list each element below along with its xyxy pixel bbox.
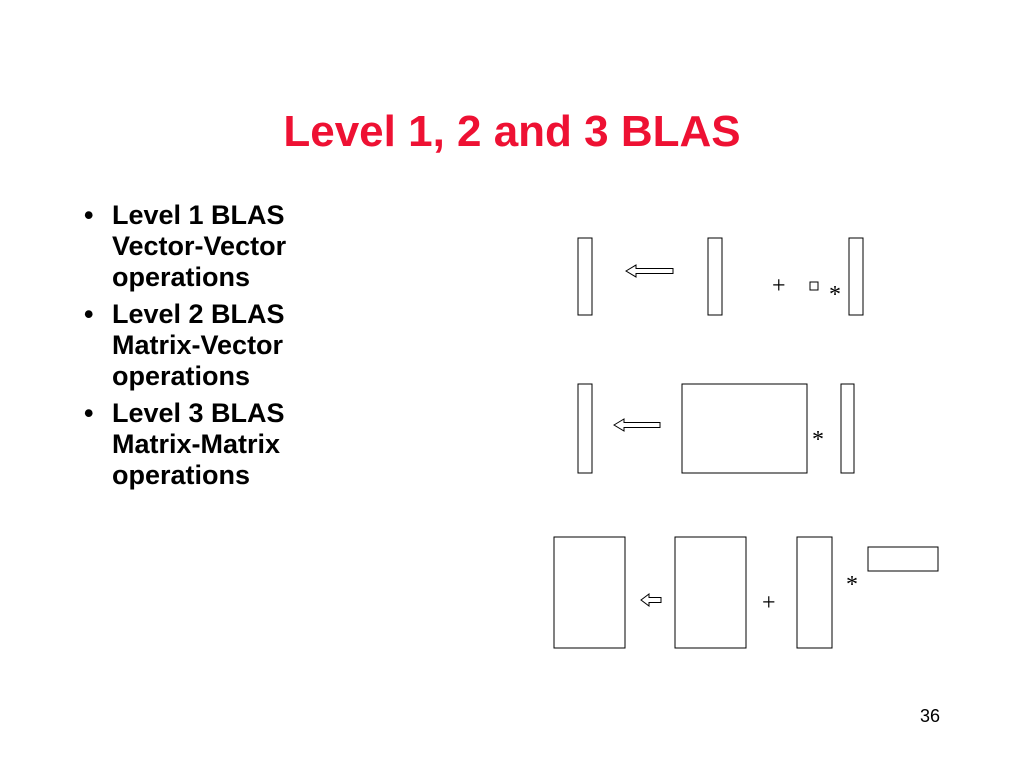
level3-assign-arrow-icon xyxy=(640,593,662,607)
bullet-level-3: • Level 3 BLAS Matrix-Matrix operations xyxy=(84,398,354,491)
bullet-marker: • xyxy=(84,200,94,230)
bullet-line: Level 2 BLAS xyxy=(112,299,285,329)
bullet-line: operations xyxy=(112,460,251,490)
level1-assign-arrow-icon xyxy=(625,264,674,278)
slide-title: Level 1, 2 and 3 BLAS xyxy=(283,107,741,156)
level3-a-matrix xyxy=(796,536,833,649)
page-number: 36 xyxy=(919,706,940,726)
level3-c-matrix xyxy=(674,536,747,649)
level2-diagram: * xyxy=(577,383,855,474)
bullet-line: Level 3 BLAS xyxy=(112,398,285,428)
level2-matrix xyxy=(681,383,808,474)
level3-diagram: + * xyxy=(553,536,939,649)
level3-result-matrix xyxy=(553,536,626,649)
bullet-marker: • xyxy=(84,398,94,428)
bullet-line: operations xyxy=(112,361,251,391)
level1-result-vector xyxy=(577,237,593,316)
bullet-list: • Level 1 BLAS Vector-Vector operations … xyxy=(84,200,354,497)
level2-assign-arrow-icon xyxy=(613,418,661,432)
level1-plus-sign: + xyxy=(772,273,786,299)
level1-diagram: + * xyxy=(577,237,864,316)
level3-times-sign: * xyxy=(846,572,858,598)
bullet-level-2: • Level 2 BLAS Matrix-Vector operations xyxy=(84,299,354,392)
bullet-level-1: • Level 1 BLAS Vector-Vector operations xyxy=(84,200,354,293)
bullet-marker: • xyxy=(84,299,94,329)
bullet-line: operations xyxy=(112,262,251,292)
bullet-line: Level 1 BLAS xyxy=(112,200,285,230)
level2-result-vector xyxy=(577,383,593,474)
bullet-line: Matrix-Vector xyxy=(112,330,284,360)
level2-vector xyxy=(840,383,855,474)
level1-times-sign: * xyxy=(829,282,841,308)
level3-b-matrix xyxy=(867,546,939,572)
level1-x-vector xyxy=(848,237,864,316)
bullet-line: Matrix-Matrix xyxy=(112,429,281,459)
level2-times-sign: * xyxy=(812,427,824,453)
level3-plus-sign: + xyxy=(762,590,776,616)
bullet-line: Vector-Vector xyxy=(112,231,287,261)
level1-y-vector xyxy=(707,237,723,316)
level1-scalar-box-icon xyxy=(809,281,819,291)
